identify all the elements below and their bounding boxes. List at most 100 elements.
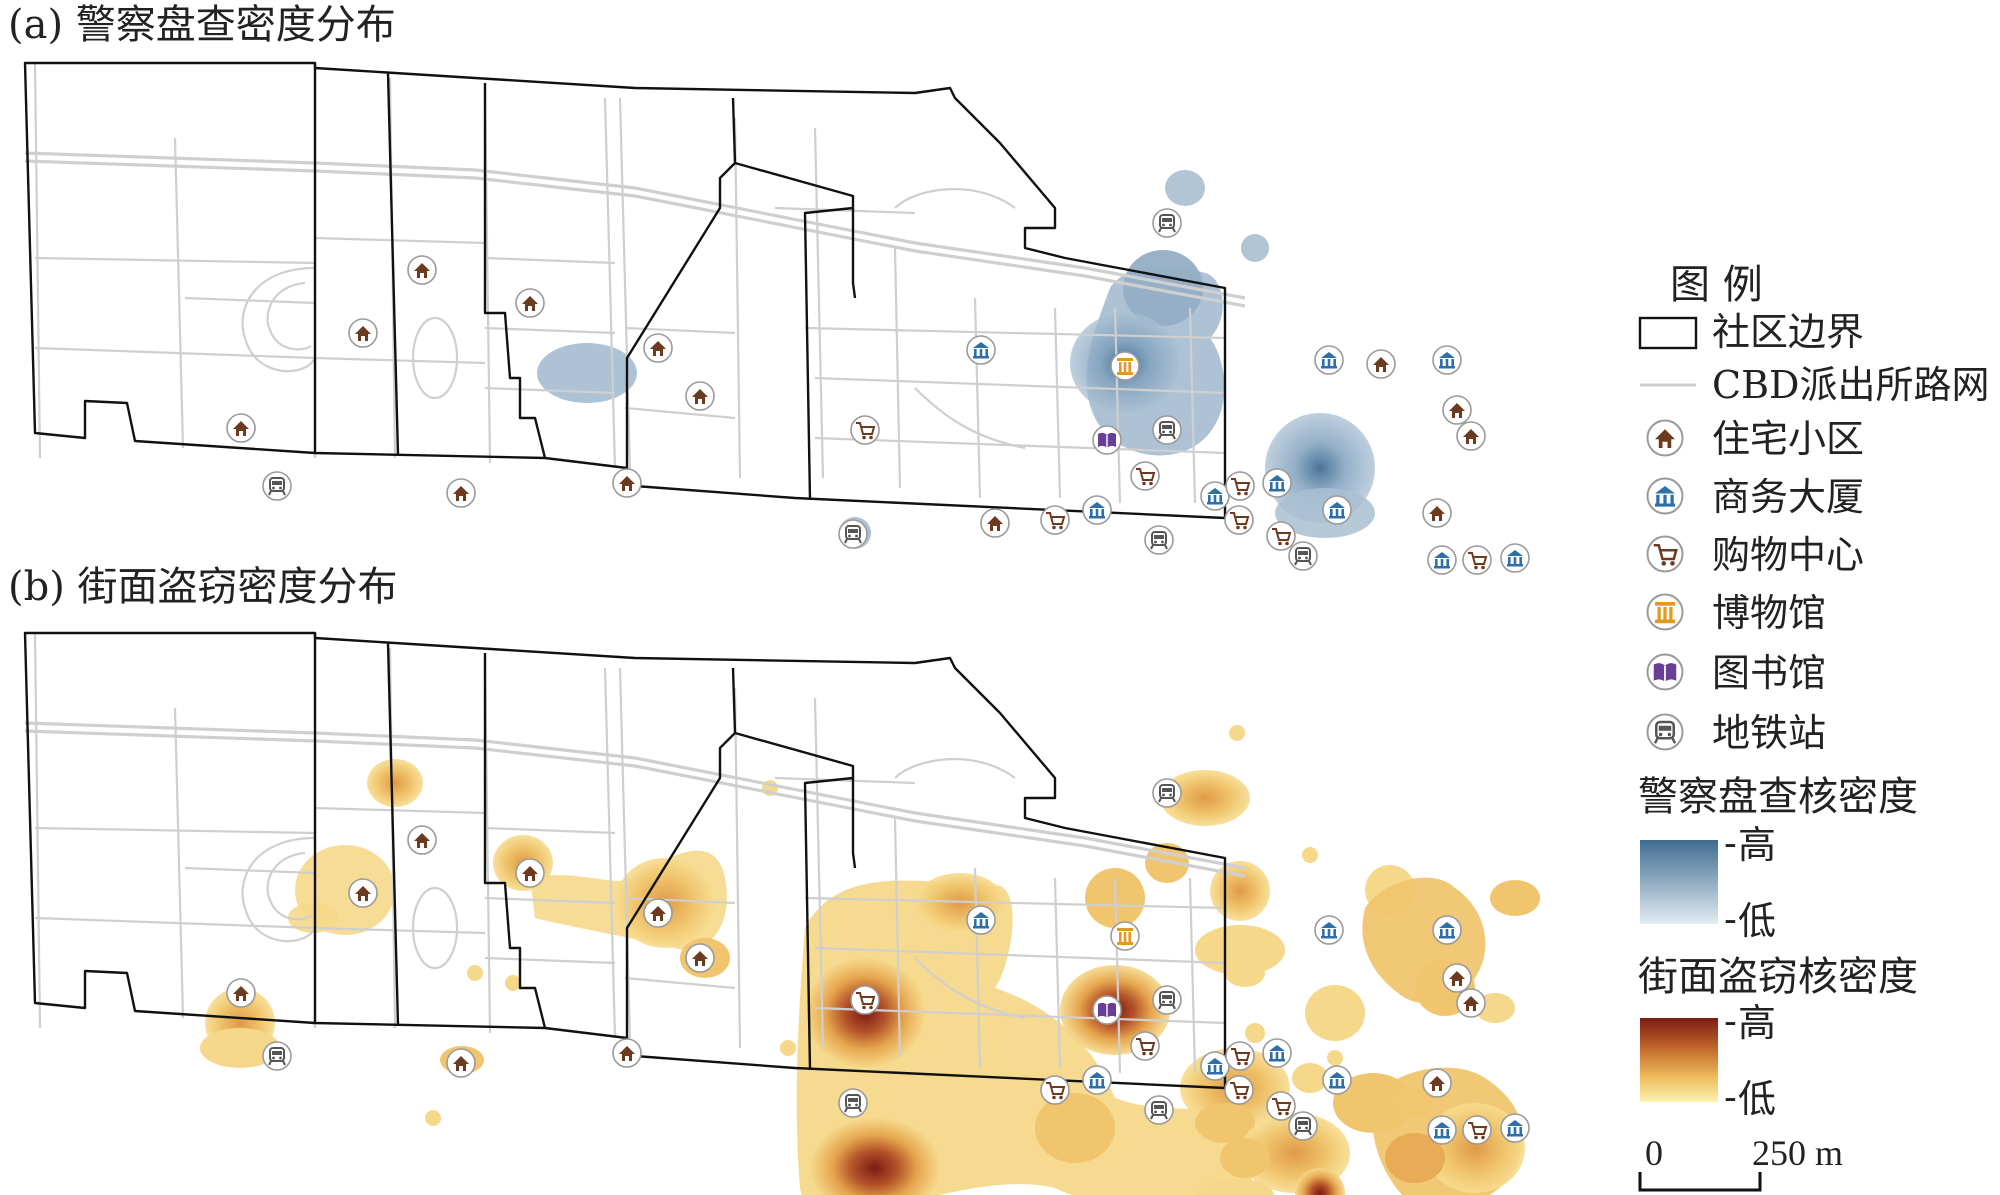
house-icon xyxy=(407,825,437,855)
shopping-cart-icon xyxy=(850,415,880,445)
office-building-icon xyxy=(1262,468,1292,498)
legend-label-museum: 博物馆 xyxy=(1712,591,1826,635)
house-icon xyxy=(643,333,673,363)
office-building-icon xyxy=(1427,1115,1457,1145)
office-building-icon xyxy=(1082,1065,1112,1095)
office-building-icon xyxy=(1432,345,1462,375)
panel-a-title: (a) 警察盘查密度分布 xyxy=(8,2,396,48)
shopping-cart-icon xyxy=(1224,505,1254,535)
legend-label-boundary: 社区边界 xyxy=(1712,310,1864,354)
panel-b-title: (b) 街面盗窃密度分布 xyxy=(8,564,398,610)
shopping-cart-icon xyxy=(1225,1041,1255,1071)
house-icon xyxy=(1366,349,1396,379)
legend-label-office: 商务大厦 xyxy=(1712,475,1864,519)
metro-train-icon xyxy=(1646,713,1684,751)
house-icon xyxy=(446,1048,476,1078)
house-icon xyxy=(612,468,642,498)
metro-train-icon xyxy=(838,519,868,549)
office-building-icon xyxy=(1500,543,1530,573)
house-icon xyxy=(226,978,256,1008)
shopping-cart-icon xyxy=(1040,505,1070,535)
metro-train-icon xyxy=(262,1041,292,1071)
house-icon xyxy=(1422,498,1452,528)
shopping-cart-icon xyxy=(1462,1115,1492,1145)
office-building-icon xyxy=(1322,1065,1352,1095)
legend-label-subway: 地铁站 xyxy=(1712,711,1826,755)
police-ramp-bar xyxy=(1640,840,1718,924)
house-icon xyxy=(685,381,715,411)
police-ramp-high-dash: - xyxy=(1724,821,1737,865)
metro-train-icon xyxy=(1144,525,1174,555)
shopping-cart-icon xyxy=(1130,1031,1160,1061)
metro-train-icon xyxy=(1288,1111,1318,1141)
museum-column-icon xyxy=(1110,351,1140,381)
office-building-icon xyxy=(1500,1113,1530,1143)
metro-train-icon xyxy=(1152,208,1182,238)
house-icon xyxy=(1442,963,1472,993)
house-icon xyxy=(348,318,378,348)
office-building-icon xyxy=(1432,915,1462,945)
map-panel-b xyxy=(23,631,1540,1195)
house-icon xyxy=(980,508,1010,538)
house-icon xyxy=(612,1038,642,1068)
house-icon xyxy=(515,858,545,888)
legend-item-library: 图书馆 xyxy=(1646,651,1826,695)
legend-label-mall: 购物中心 xyxy=(1712,533,1864,577)
scale-start: 0 xyxy=(1645,1133,1663,1173)
metro-train-icon xyxy=(838,1088,868,1118)
boundary-swatch xyxy=(1638,316,1698,350)
house-icon xyxy=(1456,421,1486,451)
theft-ramp-high-dash: - xyxy=(1724,999,1737,1043)
open-book-icon xyxy=(1092,425,1122,455)
legend-title: 图 例 xyxy=(1670,262,1763,308)
legend-label-roads: CBD派出所路网 xyxy=(1712,363,1989,407)
museum-column-icon xyxy=(1646,593,1684,631)
legend-item-museum: 博物馆 xyxy=(1646,591,1826,635)
legend-item-residential: 住宅小区 xyxy=(1646,417,1864,461)
office-building-icon xyxy=(1200,1051,1230,1081)
police-density-ramp: 警察盘查核密度 - 高 - 低 xyxy=(1638,774,1918,943)
shopping-cart-icon xyxy=(1130,461,1160,491)
legend-item-subway: 地铁站 xyxy=(1646,711,1826,755)
scale-bar: 0 250 m xyxy=(1638,1133,1843,1192)
theft-ramp-high: 高 xyxy=(1738,1001,1776,1045)
shopping-cart-icon xyxy=(1040,1075,1070,1105)
house-icon xyxy=(643,898,673,928)
house-icon xyxy=(515,288,545,318)
museum-column-icon xyxy=(1110,921,1140,951)
house-icon xyxy=(348,878,378,908)
scale-end: 250 m xyxy=(1752,1133,1843,1173)
shopping-cart-icon xyxy=(1266,521,1296,551)
legend-item-office: 商务大厦 xyxy=(1646,475,1864,519)
theft-ramp-low-dash: - xyxy=(1724,1075,1737,1119)
office-building-icon xyxy=(1427,545,1457,575)
legend-item-mall: 购物中心 xyxy=(1646,533,1864,577)
shopping-cart-icon xyxy=(850,985,880,1015)
office-building-icon xyxy=(1082,495,1112,525)
police-ramp-title: 警察盘查核密度 xyxy=(1638,774,1918,820)
legend-item-boundary: 社区边界 xyxy=(1638,310,1864,354)
house-icon xyxy=(1422,1068,1452,1098)
house-icon xyxy=(685,943,715,973)
house-icon xyxy=(1646,419,1684,457)
office-building-icon xyxy=(966,905,996,935)
office-building-icon xyxy=(966,335,996,365)
office-building-icon xyxy=(1322,495,1352,525)
police-ramp-high: 高 xyxy=(1738,823,1776,867)
shopping-cart-icon xyxy=(1462,545,1492,575)
metro-train-icon xyxy=(262,471,292,501)
office-building-icon xyxy=(1200,481,1230,511)
house-icon xyxy=(407,255,437,285)
legend: 图 例 社区边界 CBD派出所路网 住宅小区 商务大厦 购物中心 博物馆 图书馆 xyxy=(1638,262,1989,1192)
office-building-icon xyxy=(1314,345,1344,375)
theft-density-layer xyxy=(200,725,1540,1195)
metro-train-icon xyxy=(1152,985,1182,1015)
shopping-cart-icon xyxy=(1224,1075,1254,1105)
theft-ramp-bar xyxy=(1640,1018,1718,1102)
open-book-icon xyxy=(1646,653,1684,691)
scale-bar-line xyxy=(1638,1172,1762,1192)
metro-train-icon xyxy=(1288,541,1318,571)
house-icon xyxy=(226,413,256,443)
legend-item-roads: CBD派出所路网 xyxy=(1640,363,1989,407)
